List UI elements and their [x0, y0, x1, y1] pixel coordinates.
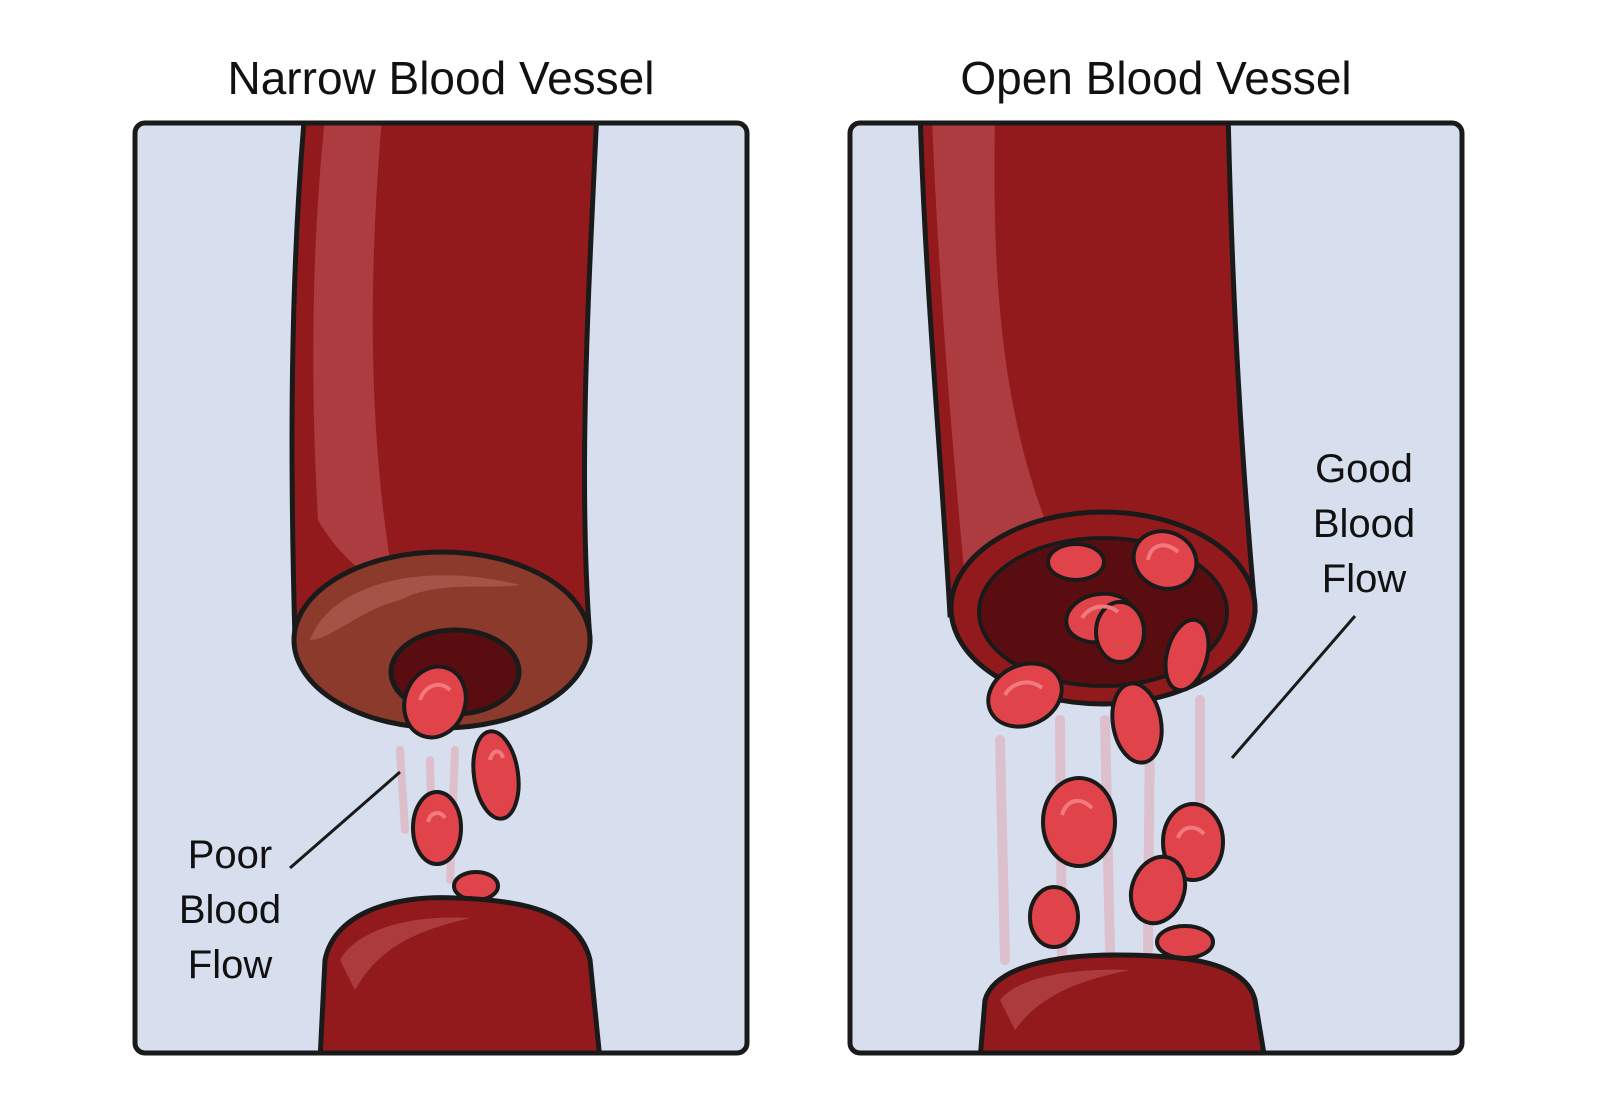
blood-cell: [411, 790, 463, 866]
plaque-highlight: [310, 575, 520, 640]
pointer-line-right: [1230, 615, 1357, 759]
vessel-highlight-left: [313, 123, 395, 590]
lower-vessel-highlight-right: [1000, 969, 1130, 1030]
blood-cell: [1046, 542, 1106, 582]
label-line: Flow: [187, 943, 273, 987]
narrow-vessel-title: Narrow Blood Vessel: [227, 52, 655, 104]
poor-blood-flow-label: Poor Blood Flow: [150, 828, 310, 993]
panel-border-left: [132, 120, 750, 1056]
blood-cell: [402, 664, 468, 740]
vessel-highlight-right: [932, 123, 1045, 580]
blood-cell: [1128, 854, 1188, 926]
lower-vessel-left: [317, 895, 603, 1053]
blood-cell: [1155, 924, 1215, 960]
blood-cells-left: [402, 664, 521, 902]
lower-vessel-highlight-left: [340, 917, 470, 990]
blood-cells-right: [986, 529, 1225, 960]
open-vessel-panel: [847, 120, 1465, 1056]
blood-cell: [1028, 885, 1080, 949]
cell-highlights-right: [1003, 543, 1206, 839]
panel-border-right: [847, 120, 1465, 1056]
blood-cell: [1131, 529, 1199, 591]
label-line: Good: [1315, 447, 1413, 491]
label-line: Flow: [1321, 557, 1407, 601]
pointer-line-left: [289, 770, 401, 870]
blood-cell: [471, 729, 521, 821]
label-line: Poor: [187, 833, 273, 877]
good-blood-flow-label: Good Blood Flow: [1284, 442, 1444, 607]
open-vessel-title: Open Blood Vessel: [960, 52, 1352, 104]
cell-highlights-left: [418, 682, 505, 823]
label-line: Blood: [1312, 502, 1416, 546]
blood-cell: [1110, 681, 1164, 765]
label-line: Blood: [178, 888, 282, 932]
blood-cell: [1041, 776, 1117, 868]
narrow-vessel-panel: [132, 120, 750, 1056]
blood-cell: [986, 661, 1064, 729]
blood-cell: [1163, 617, 1211, 693]
blood-cell: [1094, 600, 1146, 664]
